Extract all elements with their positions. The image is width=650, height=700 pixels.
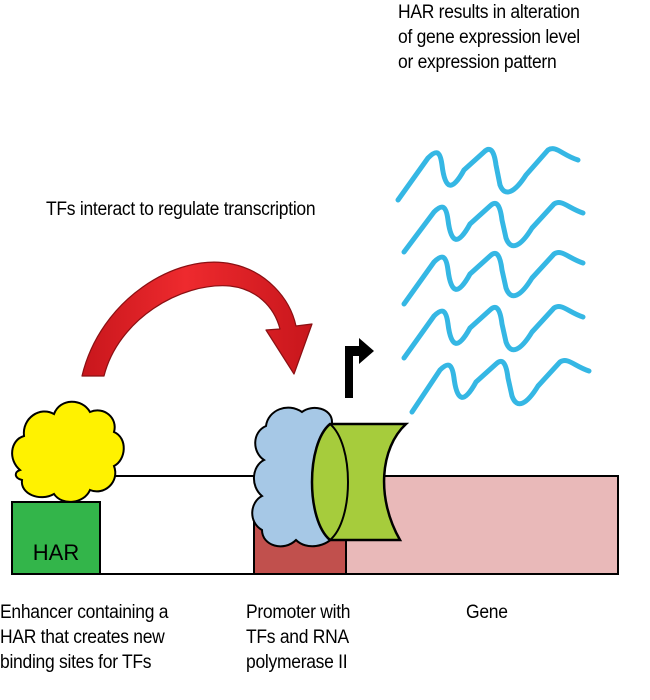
rna-polymerase	[310, 422, 410, 542]
promoter-label-line-2: TFs and RNA	[246, 627, 349, 648]
enhancer-label-line-2: HAR that creates new	[0, 627, 165, 648]
enhancer-label: Enhancer containing a HAR that creates n…	[0, 600, 168, 675]
gene-label-text: Gene	[466, 602, 508, 623]
interaction-label: TFs interact to regulate transcription	[46, 197, 316, 222]
promoter-label-line-3: polymerase II	[246, 652, 348, 673]
transcript-wave-2	[401, 200, 586, 255]
interaction-label-text: TFs interact to regulate transcription	[46, 199, 316, 220]
enhancer-label-line-1: Enhancer containing a	[0, 602, 169, 623]
transcript-wave-1	[395, 146, 581, 203]
outcome-label-line-3: or expression pattern	[398, 52, 557, 73]
transcript-wave-5	[409, 358, 592, 415]
outcome-label-line-2: of gene expression level	[398, 27, 580, 48]
outcome-label: HAR results in alteration of gene expres…	[398, 0, 580, 75]
har-label: HAR	[33, 540, 79, 565]
transcript-wave-4	[401, 304, 586, 361]
rna-polymerase-rim	[329, 423, 349, 541]
curved-arrow	[81, 261, 313, 377]
promoter-label: Promoter with TFs and RNA polymerase II	[246, 600, 351, 675]
enhancer-tf-cloud	[11, 400, 125, 503]
har-region	[11, 501, 101, 575]
promoter-label-line-1: Promoter with	[246, 602, 351, 623]
transcripts	[395, 146, 592, 415]
transcription-start-arrow	[345, 338, 374, 398]
gene-label: Gene	[466, 600, 508, 625]
transcript-wave-3	[401, 250, 586, 307]
outcome-label-line-1: HAR results in alteration	[398, 2, 580, 23]
enhancer-label-line-3: binding sites for TFs	[0, 652, 152, 673]
